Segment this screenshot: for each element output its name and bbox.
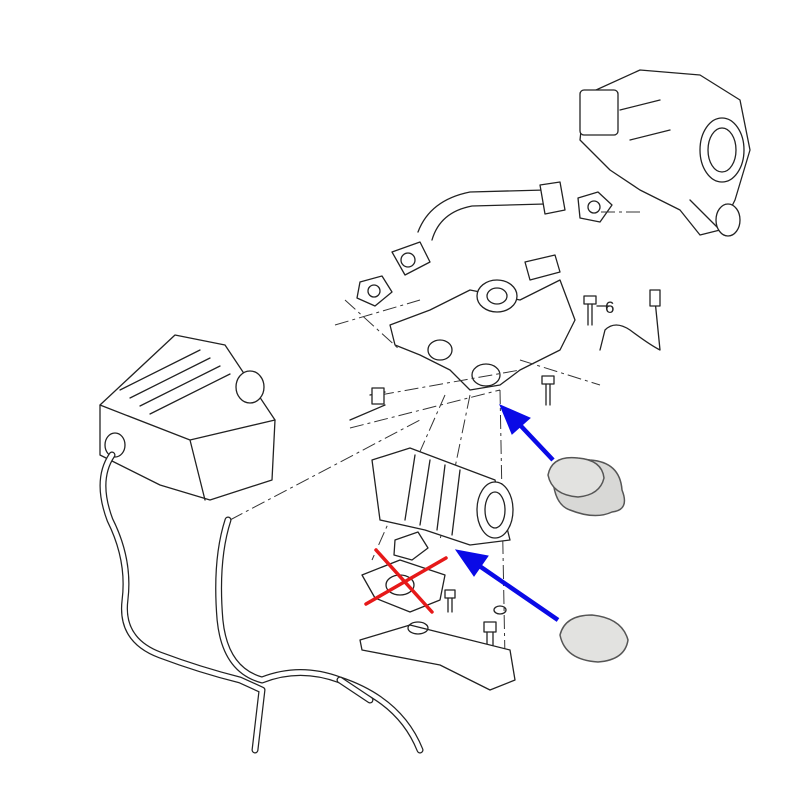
egr-blanking-plate-1 [547, 456, 626, 517]
arrow-icon [454, 404, 560, 622]
temperature-sensor [599, 299, 661, 351]
turbocharger [579, 69, 751, 237]
intake-connector [371, 447, 514, 546]
gasket [356, 275, 393, 307]
bolts [349, 295, 597, 651]
egr-valve-cooler [389, 254, 576, 391]
air-filter-box [99, 334, 276, 501]
mounting-bracket [359, 605, 516, 691]
hoses [99, 451, 424, 754]
egr-blanking-plate-2 [559, 614, 629, 663]
cross-mark [364, 548, 448, 614]
gasket [577, 191, 613, 223]
part-callout-6: 6 [605, 298, 615, 317]
egr-pipe [391, 181, 566, 276]
